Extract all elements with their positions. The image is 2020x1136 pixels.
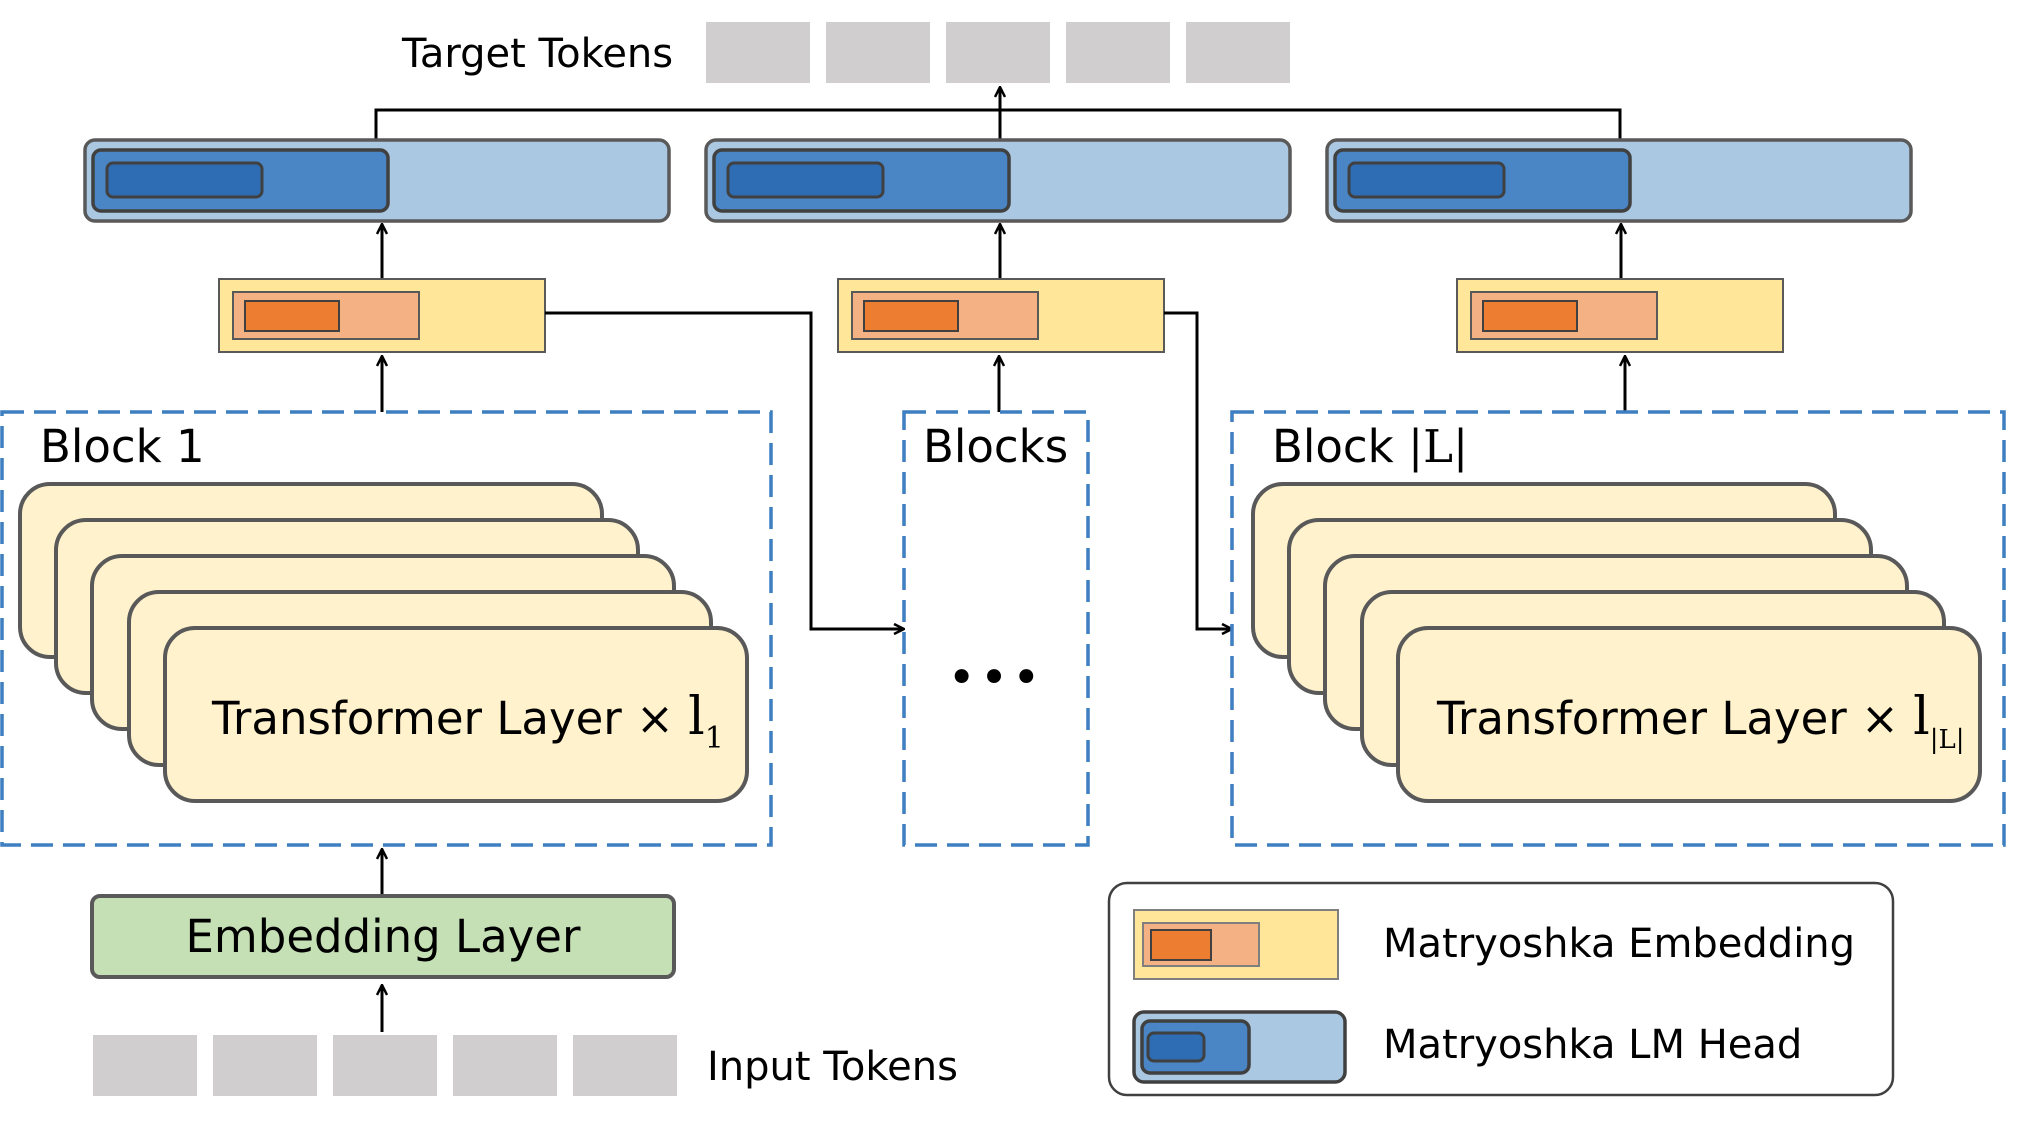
lm-head-3 — [1325, 138, 1913, 223]
blocks-label: Blocks — [923, 420, 1068, 473]
transformer-layer-stack-last — [1251, 482, 1982, 803]
blocks-middle: Blocks ••• — [902, 410, 1090, 847]
inter-block-connectors — [545, 311, 1232, 629]
transformer-layer-label-1: Transformer Layer × l1 — [211, 687, 724, 756]
target-token-row — [706, 22, 1290, 83]
target-token — [706, 22, 810, 83]
lm-head-1 — [83, 138, 671, 223]
transformer-layer-label-last: Transformer Layer × l|L| — [1436, 687, 1965, 755]
transformer-layer-stack-1 — [18, 482, 749, 803]
block-to-embedding-arrows — [382, 356, 1625, 412]
matryoshka-embedding-2 — [837, 278, 1165, 353]
matryoshka-embedding-1 — [218, 278, 546, 353]
target-token — [1066, 22, 1170, 83]
input-token — [213, 1035, 317, 1096]
input-token — [333, 1035, 437, 1096]
legend: Matryoshka Embedding Matryoshka LM Head — [1107, 881, 1895, 1097]
target-token — [826, 22, 930, 83]
target-tokens-label: Target Tokens — [401, 31, 673, 77]
block-1: Block 1 Transformer Layer × l1 — [0, 410, 773, 847]
input-tokens-label: Input Tokens — [707, 1044, 958, 1090]
embedding-layer-label: Embedding Layer — [185, 910, 581, 963]
block-last: Block |L| Transformer Layer × l|L| — [1230, 410, 2006, 847]
legend-embedding-label: Matryoshka Embedding — [1383, 921, 1855, 967]
legend-lm-head-label: Matryoshka LM Head — [1383, 1022, 1802, 1068]
ellipsis-text: ••• — [948, 650, 1045, 706]
block-1-label: Block 1 — [40, 420, 205, 473]
legend-embedding-swatch — [1133, 909, 1339, 980]
input-token-row — [93, 1035, 677, 1096]
lm-head-2 — [704, 138, 1292, 223]
output-connector — [374, 87, 1622, 140]
target-token — [946, 22, 1050, 83]
block-last-label: Block |L| — [1272, 420, 1468, 473]
input-token — [453, 1035, 557, 1096]
embedding-to-head-arrows — [382, 224, 1621, 278]
input-token — [573, 1035, 677, 1096]
target-token — [1186, 22, 1290, 83]
legend-lm-head-swatch — [1132, 1010, 1347, 1084]
embedding-layer-box — [90, 894, 676, 979]
matryoshka-embedding-3 — [1456, 278, 1784, 353]
input-token — [93, 1035, 197, 1096]
